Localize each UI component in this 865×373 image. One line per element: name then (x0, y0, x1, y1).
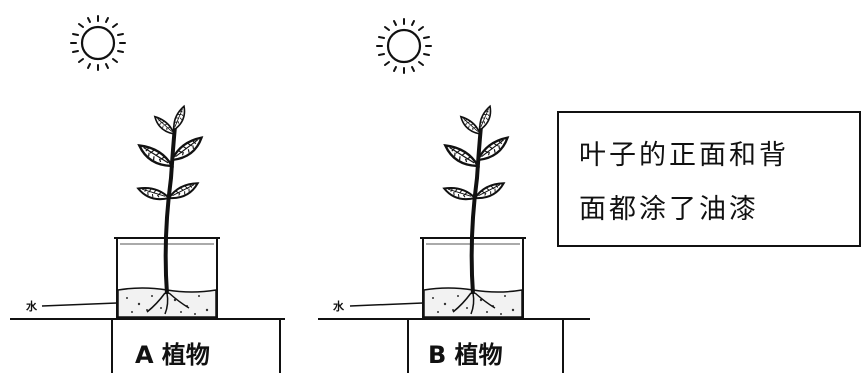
sun-icon (69, 14, 127, 72)
callout-line-1: 叶子的正面和背 (579, 140, 789, 171)
stand-b (318, 318, 590, 373)
plant-a-label: A 植物 (135, 341, 210, 369)
sun-icon (375, 17, 433, 75)
stand-a (10, 318, 285, 373)
plant-a-illustration (114, 105, 220, 318)
water-label-a: 水 (26, 300, 37, 313)
water-pointer-b (349, 302, 424, 307)
callout-line-2: 面都涂了油漆 (579, 194, 759, 225)
water-label-b: 水 (333, 300, 344, 313)
plant-b-illustration (420, 105, 526, 318)
water-pointer-a (41, 302, 118, 307)
callout-box: 叶子的正面和背 面都涂了油漆 (557, 111, 861, 247)
plant-b-label: B 植物 (428, 341, 503, 369)
